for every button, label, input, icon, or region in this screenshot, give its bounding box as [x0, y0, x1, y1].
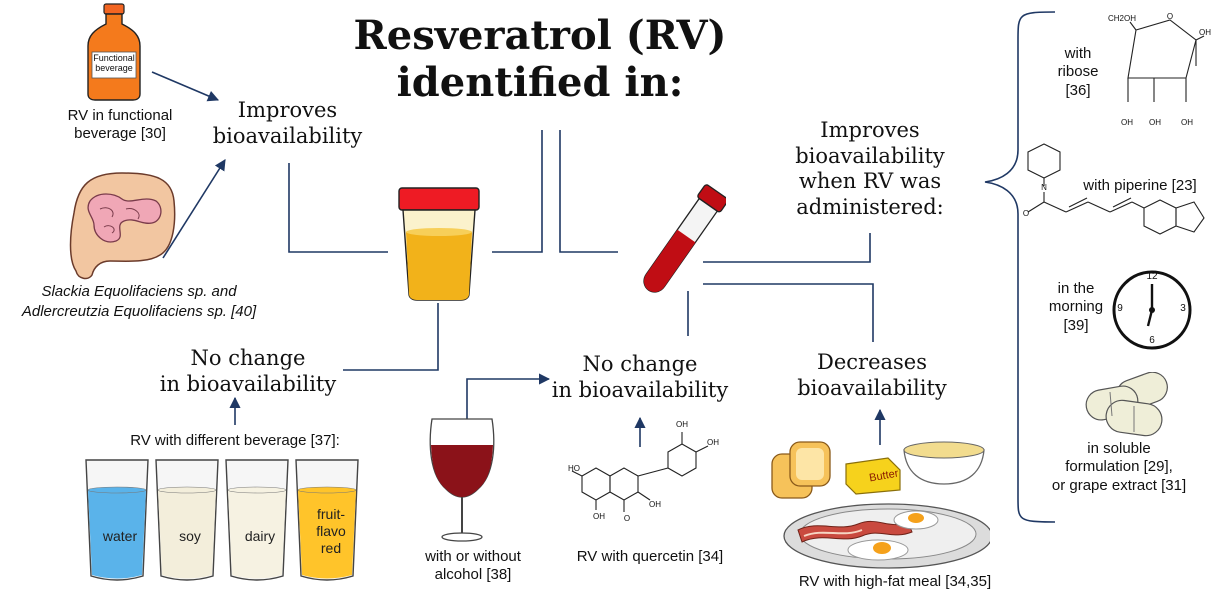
diagram-title: Resveratrol (RV) identified in: [330, 12, 750, 106]
glass-water [85, 459, 149, 581]
title-line-2: identified in: [396, 59, 684, 107]
meal-caption: RV with high-fat meal [34,35] [798, 573, 992, 590]
clock-number-9: 9 [1117, 303, 1123, 314]
soluble-caption-line-1: in soluble [1087, 440, 1151, 457]
wine-caption: with or without alcohol [38] [393, 548, 553, 585]
wine-caption-line-2: alcohol [38] [434, 566, 512, 584]
no-change-left-line-2: in bioavailability [159, 371, 337, 396]
pills-icon [1085, 372, 1168, 437]
improves-1-line-1: Improves [237, 98, 338, 122]
glass-soy [155, 459, 219, 581]
improves-2-line-3: when RV was [798, 169, 942, 194]
ribose-atom-oh-3: OH [1181, 118, 1193, 127]
quercetin-molecule-icon [571, 432, 709, 512]
quercetin-atom-oh-top: OH [676, 420, 688, 429]
clock-icon [1112, 270, 1192, 350]
ribose-atom-oh-1: OH [1121, 118, 1133, 127]
morning-caption: in the morning [39] [1040, 280, 1112, 335]
improves-2-line-1: Improves [820, 118, 920, 142]
urine-sample-cup-icon [398, 187, 480, 301]
improves-2-line-2: bioavailability [795, 143, 945, 168]
ribose-atom-o: O [1166, 12, 1174, 21]
quercetin-caption: RV with quercetin [34] [576, 548, 724, 565]
beverage-glasses [85, 459, 359, 581]
improves-bioavailability-label-1: Improves bioavailability [200, 98, 375, 149]
glass-label-soy: soy [179, 528, 201, 544]
decreases-label: Decreases bioavailability [782, 350, 962, 401]
improves-1-line-2: bioavailability [212, 123, 363, 148]
ribose-atom-ch2oh: CH2OH [1107, 14, 1136, 23]
clock-number-12: 12 [1146, 271, 1158, 282]
bottle-label: Functional beverage [93, 53, 135, 74]
beverage-caption: RV with different beverage [37]: [130, 432, 340, 449]
gut-caption: Slackia Equolifaciens sp. and Adlercreut… [0, 282, 278, 323]
functional-beverage-bottle-icon [87, 3, 141, 101]
title-line-1: Resveratrol (RV) [353, 12, 727, 59]
soluble-caption: in soluble formulation [29], or grape ex… [1034, 440, 1204, 495]
glass-dairy [225, 459, 289, 581]
piperine-caption: with piperine [23] [1083, 177, 1197, 194]
piperine-atom-n: N [1041, 183, 1047, 192]
wine-glass-icon [429, 418, 495, 542]
bottle-caption-line-2: beverage [30] [74, 125, 166, 143]
clock-number-3: 3 [1180, 303, 1186, 314]
decreases-line-1: Decreases [817, 350, 927, 374]
improves-2-line-4: administered: [796, 194, 944, 219]
glass-label-water: water [102, 528, 138, 544]
intestine-icon [69, 172, 176, 280]
high-fat-meal-icon [771, 441, 990, 569]
quercetin-atom-oh-bottom: OH [593, 512, 605, 521]
no-change-middle-line-2: in bioavailability [551, 377, 729, 402]
ribose-molecule-icon [1127, 19, 1205, 102]
no-change-left-line-1: No change [190, 346, 306, 370]
morning-caption-line-1: in the [1057, 280, 1095, 297]
glass-label-dairy: dairy [244, 528, 276, 544]
glass-fruit-flavo-red [295, 459, 359, 581]
wine-caption-line-1: with or without [425, 548, 521, 565]
improves-bioavailability-label-2: Improves bioavailability when RV was adm… [780, 118, 960, 220]
bottle-caption-line-1: RV in functional [67, 107, 173, 124]
quercetin-atom-oh-mid: OH [649, 500, 661, 509]
quercetin-atom-oh-right: OH [707, 438, 719, 447]
blood-tube-icon [643, 184, 726, 293]
soluble-caption-line-3: or grape extract [31] [1051, 476, 1187, 494]
quercetin-atom-ho: HO [568, 464, 580, 473]
glass-label-fruit-flavored: fruit-flavo red [316, 506, 346, 556]
gut-caption-line-2: Adlercreutzia Equolifaciens sp. [40] [21, 303, 257, 321]
ribose-atom-oh-2: OH [1149, 118, 1161, 127]
no-change-label-left: No change in bioavailability [158, 346, 338, 397]
no-change-label-middle: No change in bioavailability [545, 352, 735, 403]
ribose-caption-line-1: with [1064, 45, 1092, 62]
ribose-caption-line-2: ribose [1057, 63, 1099, 81]
ribose-caption: with ribose [36] [1048, 45, 1108, 100]
clock-number-6: 6 [1149, 335, 1155, 346]
ribose-atom-oh-top: OH [1199, 28, 1211, 37]
gut-caption-line-1: Slackia Equolifaciens sp. and [41, 283, 237, 300]
ribose-caption-line-3: [36] [1065, 81, 1091, 99]
bottle-caption: RV in functional beverage [30] [20, 107, 220, 144]
quercetin-atom-o: O [623, 514, 631, 523]
piperine-atom-o: O [1022, 209, 1030, 218]
soluble-caption-line-2: formulation [29], [1065, 458, 1173, 476]
piperine-molecule-icon [1027, 143, 1205, 235]
morning-caption-line-2: morning [1048, 298, 1104, 316]
morning-caption-line-3: [39] [1063, 316, 1089, 334]
no-change-middle-line-1: No change [582, 352, 698, 376]
decreases-line-2: bioavailability [797, 375, 947, 400]
